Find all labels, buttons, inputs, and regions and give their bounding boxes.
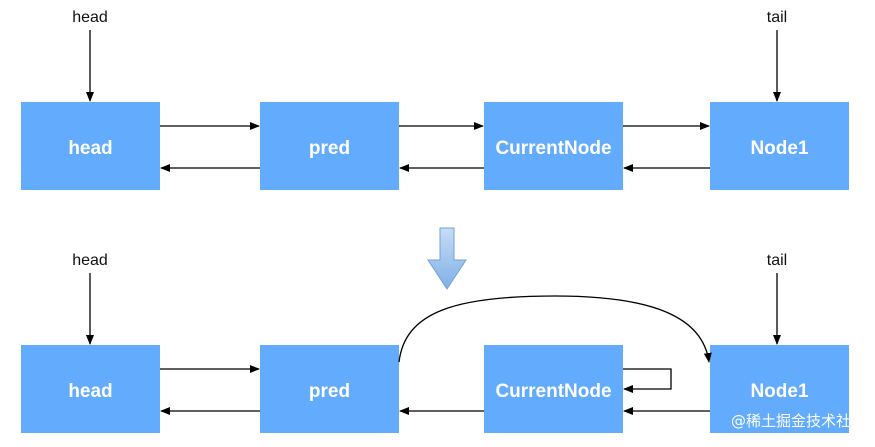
bottom-node-node1-label: Node1 [750,381,809,402]
top-node-currentnode-label: CurrentNode [495,138,611,159]
transition-down-arrow-icon [427,227,467,290]
bottom-diagram: head tail head pred CurrentNode Node1 [21,252,849,433]
bottom-node-head [21,345,160,433]
bottom-node-node1 [710,345,849,433]
top-tail-pointer-label: tail [767,9,787,26]
bottom-node-currentnode-label: CurrentNode [495,381,611,402]
top-node-node1-label: Node1 [750,138,809,159]
watermark-text: @稀土掘金技术社区 [731,412,866,430]
bottom-node-pred [260,345,399,433]
bottom-node-currentnode [484,345,623,433]
top-diagram: head tail head pred CurrentNode Node1 [21,9,849,190]
top-node-pred-label: pred [309,138,350,159]
bottom-node-head-label: head [68,381,112,402]
top-node-currentnode [484,102,623,190]
top-node-head-label: head [68,138,112,159]
top-node-pred [260,102,399,190]
top-head-pointer-label: head [72,9,108,26]
bottom-node-pred-label: pred [309,381,350,402]
bottom-currentnode-self-loop [623,368,672,393]
bottom-next-arc-pred-node1 [398,295,712,363]
bottom-head-pointer-label: head [72,252,108,269]
top-node-head [21,102,160,190]
bottom-tail-pointer-label: tail [767,252,787,269]
top-node-node1 [710,102,849,190]
